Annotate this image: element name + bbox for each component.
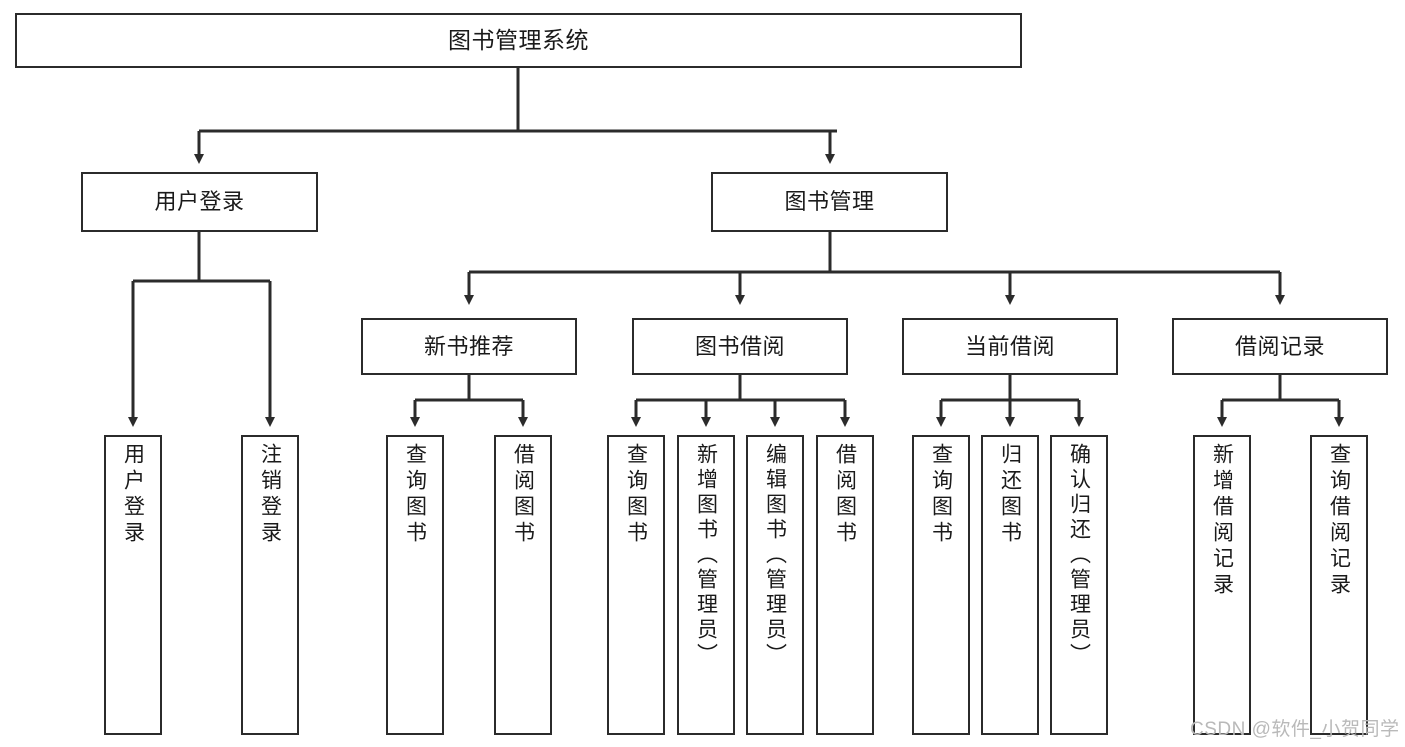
watermark-text: CSDN @软件_小贺同学	[1190, 719, 1400, 740]
leaf-user-login-2-label: 注销登录	[258, 443, 282, 547]
node-book-manage-label: 图书管理	[784, 189, 875, 215]
node-root-label: 图书管理系统	[448, 27, 589, 54]
leaf-new-book-1-label: 查询图书	[403, 443, 427, 547]
leaf-new-book-2-label: 借阅图书	[511, 443, 535, 547]
leaf-book-borrow-2-label: 新增图书（管理员）	[694, 443, 718, 668]
leaf-new-book-2[interactable]: 借阅图书	[494, 435, 552, 735]
leaf-current-borrow-1[interactable]: 查询图书	[912, 435, 970, 735]
leaf-current-borrow-2-label: 归还图书	[998, 443, 1022, 547]
leaf-book-borrow-4-label: 借阅图书	[833, 443, 857, 547]
leaf-current-borrow-3[interactable]: 确认归还（管理员）	[1050, 435, 1108, 735]
node-book-manage[interactable]: 图书管理	[711, 172, 948, 232]
leaf-book-borrow-1[interactable]: 查询图书	[607, 435, 665, 735]
node-book-borrow[interactable]: 图书借阅	[632, 318, 848, 375]
leaf-borrow-record-1-label: 新增借阅记录	[1210, 443, 1234, 599]
node-user-login[interactable]: 用户登录	[81, 172, 318, 232]
node-borrow-record-label: 借阅记录	[1234, 333, 1325, 359]
leaf-book-borrow-1-label: 查询图书	[624, 443, 648, 547]
leaf-borrow-record-2-label: 查询借阅记录	[1327, 443, 1351, 599]
leaf-book-borrow-3[interactable]: 编辑图书（管理员）	[746, 435, 804, 735]
leaf-borrow-record-2[interactable]: 查询借阅记录	[1310, 435, 1368, 735]
leaf-current-borrow-3-label: 确认归还（管理员）	[1067, 443, 1091, 668]
node-book-borrow-label: 图书借阅	[694, 333, 785, 359]
leaf-user-login-1[interactable]: 用户登录	[104, 435, 162, 735]
leaf-user-login-2[interactable]: 注销登录	[241, 435, 299, 735]
node-new-book-recommend-label: 新书推荐	[423, 333, 514, 359]
leaf-current-borrow-2[interactable]: 归还图书	[981, 435, 1039, 735]
node-current-borrow[interactable]: 当前借阅	[902, 318, 1118, 375]
node-borrow-record[interactable]: 借阅记录	[1172, 318, 1388, 375]
node-root[interactable]: 图书管理系统	[15, 13, 1022, 68]
leaf-current-borrow-1-label: 查询图书	[929, 443, 953, 547]
leaf-user-login-1-label: 用户登录	[121, 443, 145, 547]
leaf-borrow-record-1[interactable]: 新增借阅记录	[1193, 435, 1251, 735]
leaf-new-book-1[interactable]: 查询图书	[386, 435, 444, 735]
leaf-book-borrow-4[interactable]: 借阅图书	[816, 435, 874, 735]
leaf-book-borrow-3-label: 编辑图书（管理员）	[763, 443, 787, 668]
node-user-login-label: 用户登录	[154, 189, 245, 215]
node-new-book-recommend[interactable]: 新书推荐	[361, 318, 577, 375]
node-current-borrow-label: 当前借阅	[964, 333, 1055, 359]
leaf-book-borrow-2[interactable]: 新增图书（管理员）	[677, 435, 735, 735]
